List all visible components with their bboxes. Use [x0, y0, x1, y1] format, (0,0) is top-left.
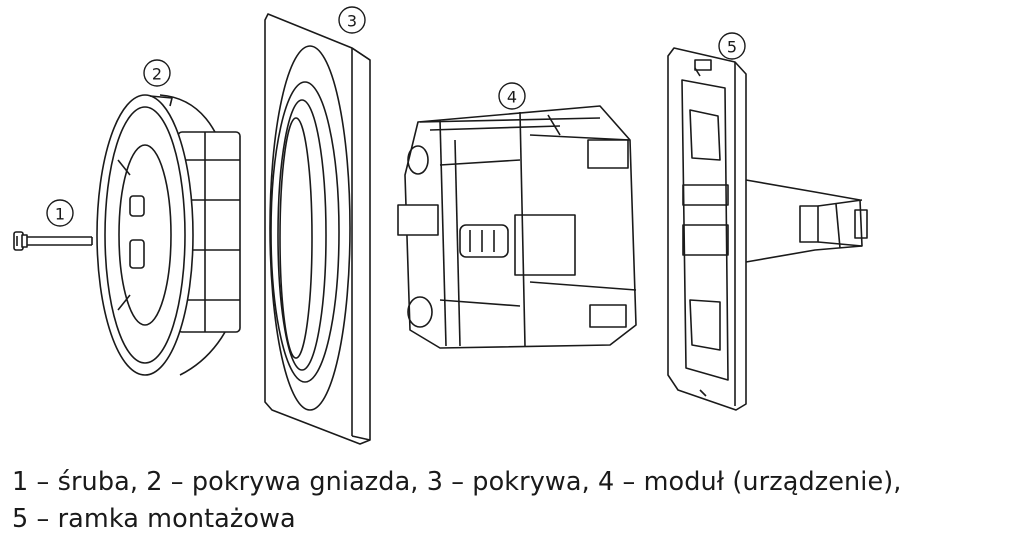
exploded-view-diagram: 1 2 3 4 5 [13, 6, 868, 445]
svg-text:3: 3 [347, 12, 357, 31]
callout-1-badge: 1 [46, 199, 74, 227]
screw-part [13, 231, 93, 251]
cover-plate-part [264, 13, 371, 445]
svg-text:4: 4 [507, 88, 517, 107]
svg-text:1: 1 [55, 205, 65, 224]
socket-cover-part [96, 94, 241, 376]
mounting-frame-part [667, 47, 868, 411]
callout-3-badge: 3 [338, 6, 366, 34]
module-part [397, 105, 637, 349]
caption-line-1: 1 – śruba, 2 – pokrywa gniazda, 3 – pokr… [12, 467, 902, 497]
svg-text:5: 5 [727, 38, 737, 57]
caption-line-2: 5 – ramka montażowa [12, 504, 296, 534]
callout-4-badge: 4 [498, 82, 526, 110]
callout-5-badge: 5 [718, 32, 746, 60]
callout-2-badge: 2 [143, 59, 171, 87]
svg-text:2: 2 [152, 65, 162, 84]
